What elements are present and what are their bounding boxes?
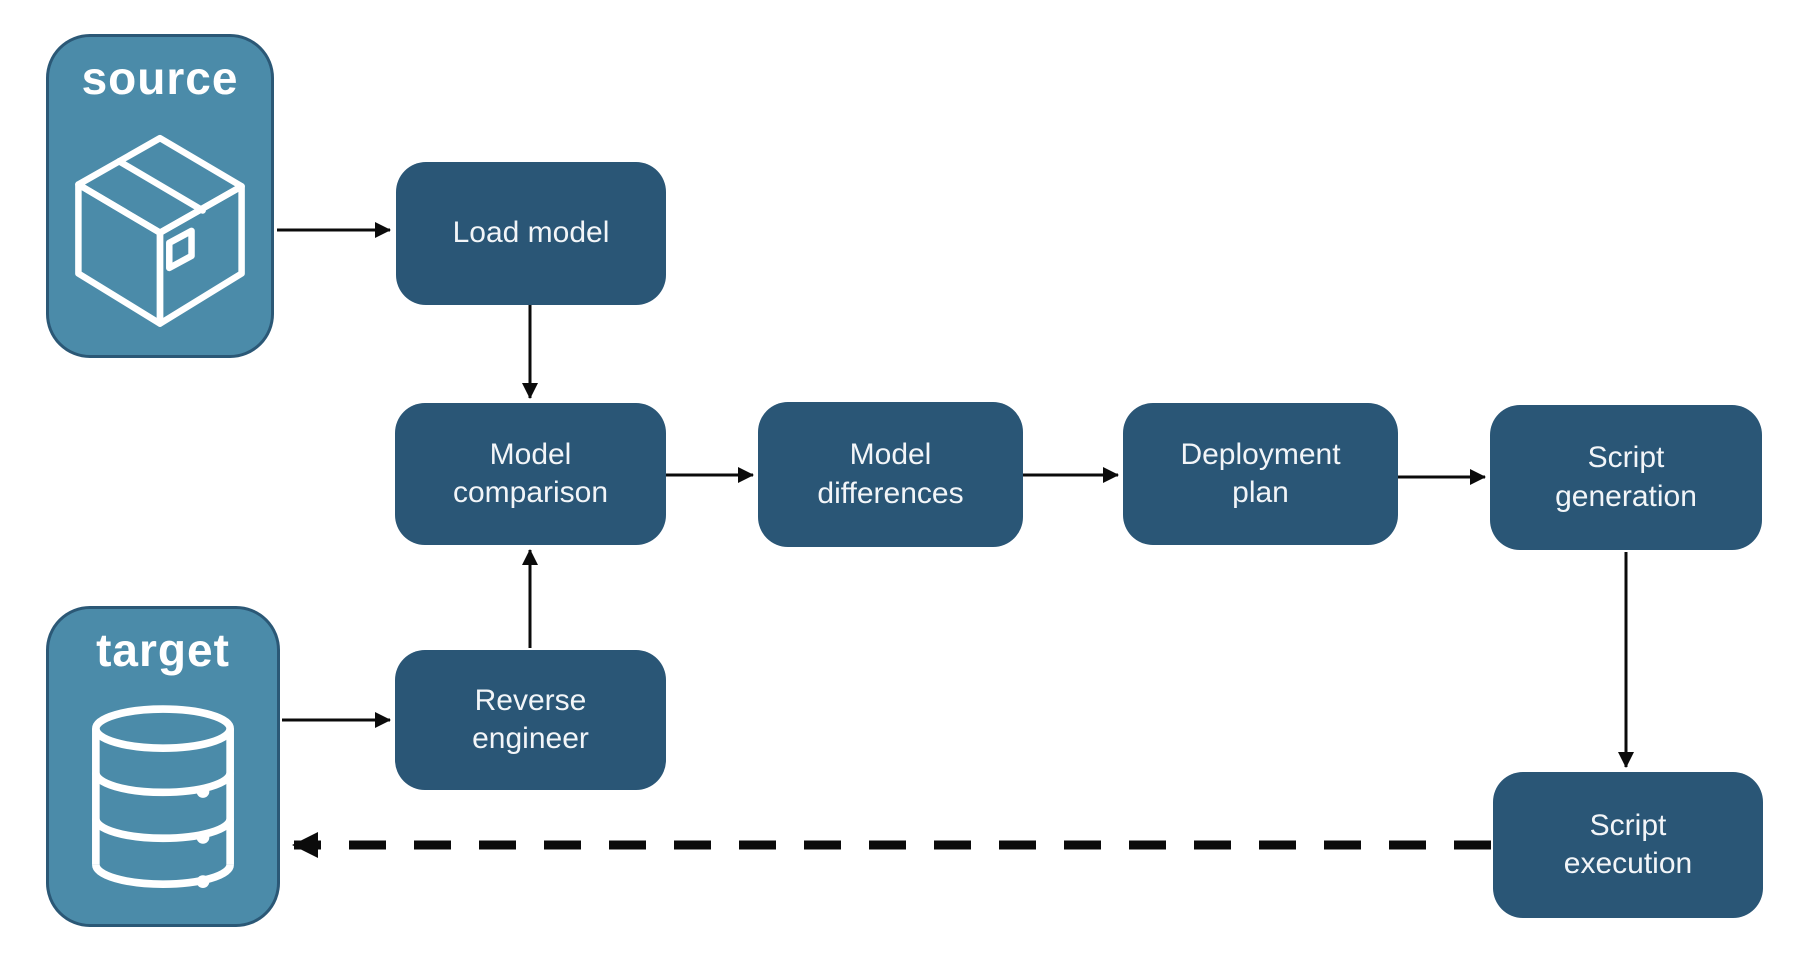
node-script-generation: Script generation [1490, 405, 1762, 550]
endpoint-source: source [46, 34, 274, 358]
node-load-model-label: Load model [452, 216, 610, 250]
endpoint-target: target [46, 606, 280, 927]
node-model-differences: Model differences [758, 402, 1023, 547]
node-model-differences-label: Model differences [817, 438, 964, 510]
node-reverse-engineer: Reverse engineer [395, 650, 666, 790]
node-model-comparison: Model comparison [395, 403, 666, 545]
node-model-comparison-label: Model comparison [452, 437, 609, 509]
node-load-model: Load model [396, 162, 666, 305]
source-label: source [81, 52, 239, 104]
node-script-execution-label: Script execution [1563, 808, 1693, 880]
package-icon [67, 104, 253, 355]
node-script-execution: Script execution [1493, 772, 1763, 918]
database-icon [78, 676, 248, 924]
node-reverse-engineer-label: Reverse engineer [472, 683, 589, 755]
node-script-generation-label: Script generation [1555, 441, 1697, 513]
node-deployment-plan: Deployment plan [1123, 403, 1398, 545]
target-label: target [96, 624, 230, 676]
node-deployment-plan-label: Deployment plan [1180, 437, 1341, 509]
